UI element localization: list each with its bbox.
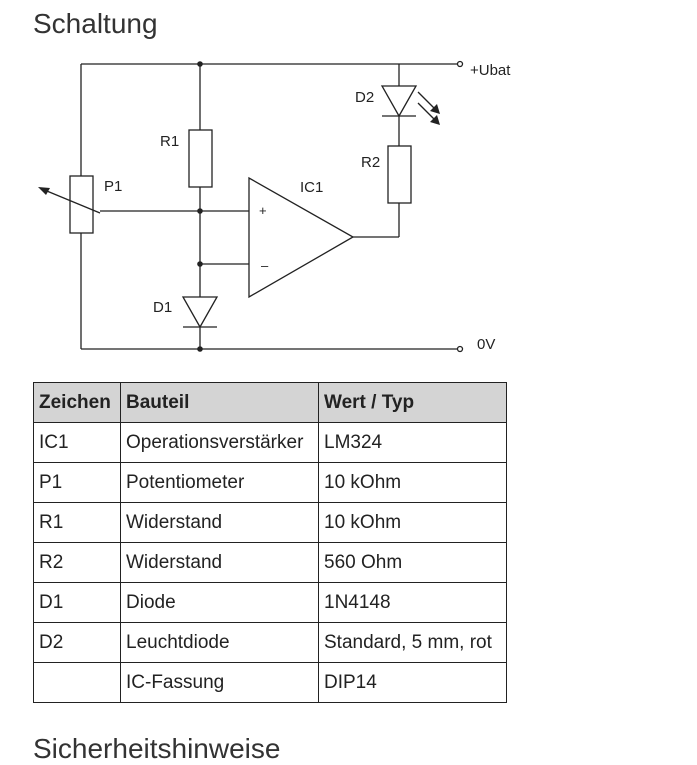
label-ground: 0V [477,336,495,353]
led-light-arrow-2 [417,102,437,122]
table-cell: Widerstand [120,542,319,583]
ic1-opamp-symbol [248,176,355,299]
column-header: Zeichen [33,382,121,423]
table-cell: R2 [33,542,121,583]
table-cell: 10 kOhm [318,502,507,543]
table-cell: IC1 [33,422,121,463]
table-cell: D2 [33,622,121,663]
junction-dot [197,208,203,214]
table-cell: 1N4148 [318,582,507,623]
table-cell: Widerstand [120,502,319,543]
table-header-row: Zeichen Bauteil Wert / Typ [33,382,507,423]
table-cell: R1 [33,502,121,543]
junction-dot [197,346,203,352]
table-cell: Standard, 5 mm, rot [318,622,507,663]
table-row: IC1 Operationsverstärker LM324 [33,422,507,463]
r2-resistor-body [387,145,412,204]
label-minus-input: – [261,258,269,273]
table-row: P1 Potentiometer 10 kOhm [33,462,507,503]
label-r2: R2 [361,154,380,171]
table-cell: Diode [120,582,319,623]
junction-dot [197,61,203,67]
label-p1: P1 [104,178,122,195]
column-header: Bauteil [120,382,319,423]
table-cell: 560 Ohm [318,542,507,583]
p1-wiper-arrow [41,188,101,214]
section-heading-sicherheitshinweise: Sicherheitshinweise [33,733,281,764]
table-row: IC-Fassung DIP14 [33,662,507,703]
d2-led-symbol [380,85,418,118]
table-cell: D1 [33,582,121,623]
junction-dot [197,261,203,267]
p1-potentiometer-body [69,175,94,234]
table-cell: Leuchtdiode [120,622,319,663]
label-ic1: IC1 [300,179,323,196]
table-cell: IC-Fassung [120,662,319,703]
table-cell: Operationsverstärker [120,422,319,463]
label-plus-input: + [259,203,267,218]
r1-resistor-body [188,129,213,188]
table-cell: 10 kOhm [318,462,507,503]
table-cell: DIP14 [318,662,507,703]
ground-terminal [456,345,464,353]
table-cell: Potentiometer [120,462,319,503]
column-header: Wert / Typ [318,382,507,423]
circuit-schematic: +Ubat 0V P1 R1 R2 D1 D2 IC1 + – [38,60,511,353]
section-heading-schaltung: Schaltung [33,8,158,39]
table-cell [33,662,121,703]
label-r1: R1 [160,133,179,150]
supply-terminal [456,60,464,68]
label-d2: D2 [355,89,374,106]
table-row: R1 Widerstand 10 kOhm [33,502,507,543]
table-cell: P1 [33,462,121,503]
table-row: D2 Leuchtdiode Standard, 5 mm, rot [33,622,507,663]
parts-table: Zeichen Bauteil Wert / Typ IC1 Operation… [33,382,507,703]
d1-diode-symbol [181,296,219,329]
label-supply: +Ubat [470,62,511,79]
led-light-arrow-1 [417,91,437,111]
table-cell: LM324 [318,422,507,463]
table-row: R2 Widerstand 560 Ohm [33,542,507,583]
table-row: D1 Diode 1N4148 [33,582,507,623]
label-d1: D1 [153,299,172,316]
